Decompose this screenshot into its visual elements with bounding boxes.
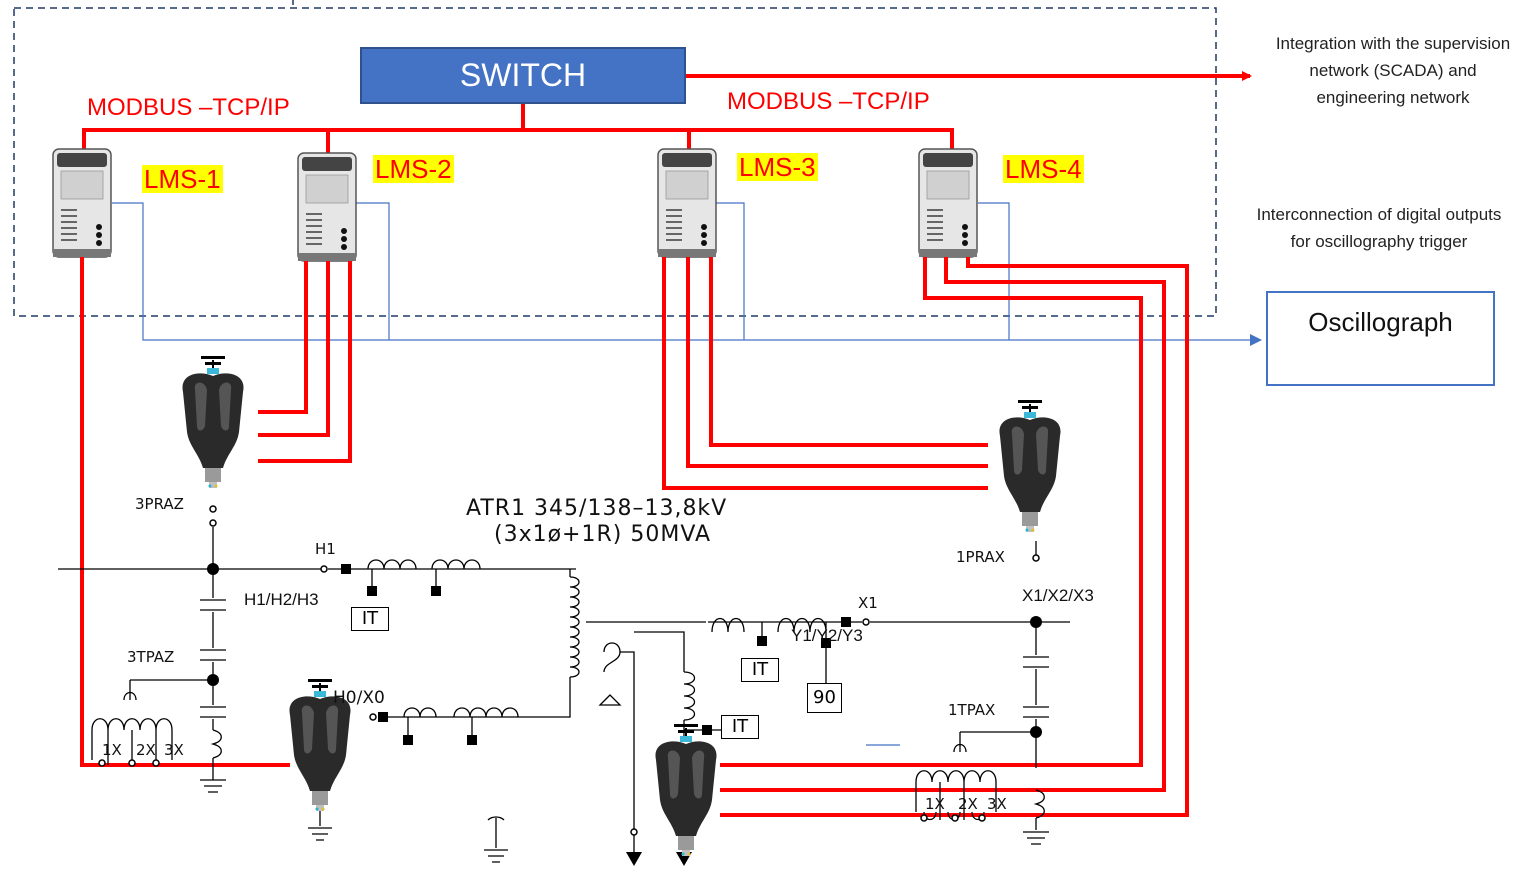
it-box-h1: IT bbox=[351, 607, 389, 631]
lms-1-label: LMS-1 bbox=[142, 164, 223, 194]
digital-outputs-note: Interconnection of digital outputs for o… bbox=[1256, 205, 1502, 251]
label-h0x0: H0/X0 bbox=[333, 688, 385, 708]
label-3x-left: 3X bbox=[164, 741, 184, 759]
switch-label: SWITCH bbox=[459, 57, 587, 93]
lms-3-label: LMS-3 bbox=[737, 152, 818, 182]
label-2x-right: 2X bbox=[958, 795, 978, 813]
label-1prax: 1PRAX bbox=[956, 548, 1005, 566]
lms-2-label: LMS-2 bbox=[373, 154, 454, 184]
lms-2-device-icon bbox=[297, 152, 357, 262]
network-switch: SWITCH bbox=[360, 47, 686, 104]
label-h1h2h3: H1/H2/H3 bbox=[244, 590, 319, 609]
relay-90-box: 90 bbox=[807, 683, 842, 713]
transformer-rating: ATR1 345/138–13,8kV bbox=[466, 496, 728, 521]
transformer-config: (3x1ø+1R) 50MVA bbox=[494, 522, 712, 547]
arrester-1prax-icon bbox=[999, 400, 1061, 532]
label-y1y2y3: Y1/Y2/Y3 bbox=[791, 626, 863, 645]
it-box-tertiary: IT bbox=[721, 715, 759, 739]
modbus-network bbox=[82, 71, 1252, 156]
modbus-label-right: MODBUS –TCP/IP bbox=[727, 88, 930, 115]
oscillograph-box: Oscillograph bbox=[1266, 291, 1495, 386]
junction-dots bbox=[207, 563, 1042, 745]
label-1x-left: 1X bbox=[102, 741, 122, 759]
arrester-tertiary-icon bbox=[655, 724, 717, 856]
open-terminals bbox=[98, 505, 1040, 836]
label-x1: X1 bbox=[858, 594, 878, 612]
single-line-schematic bbox=[58, 527, 1070, 863]
network-boundary bbox=[13, 7, 1217, 317]
lms-1-device-icon bbox=[52, 148, 112, 258]
oscillograph-label: Oscillograph bbox=[1308, 307, 1453, 337]
scada-integration-note: Integration with the supervision network… bbox=[1275, 34, 1511, 107]
lms-4-label: LMS-4 bbox=[1003, 154, 1084, 184]
it-box-y1: IT bbox=[741, 658, 779, 682]
label-3praz: 3PRAZ bbox=[135, 495, 184, 513]
lms-signal-cables bbox=[80, 257, 1189, 817]
modbus-label-left: MODBUS –TCP/IP bbox=[87, 94, 290, 121]
lms-3-device-icon bbox=[657, 148, 717, 258]
trigger-network bbox=[112, 202, 1262, 346]
label-3x-right: 3X bbox=[987, 795, 1007, 813]
label-x1x2x3: X1/X2/X3 bbox=[1022, 586, 1094, 605]
label-2x-left: 2X bbox=[136, 741, 156, 759]
label-1tpax: 1TPAX bbox=[948, 701, 996, 719]
label-1x-right: 1X bbox=[925, 795, 945, 813]
label-h1: H1 bbox=[315, 540, 336, 558]
arrester-3praz-icon bbox=[182, 356, 244, 488]
label-3tpaz: 3TPAZ bbox=[127, 648, 175, 666]
lms-4-device-icon bbox=[918, 148, 978, 258]
